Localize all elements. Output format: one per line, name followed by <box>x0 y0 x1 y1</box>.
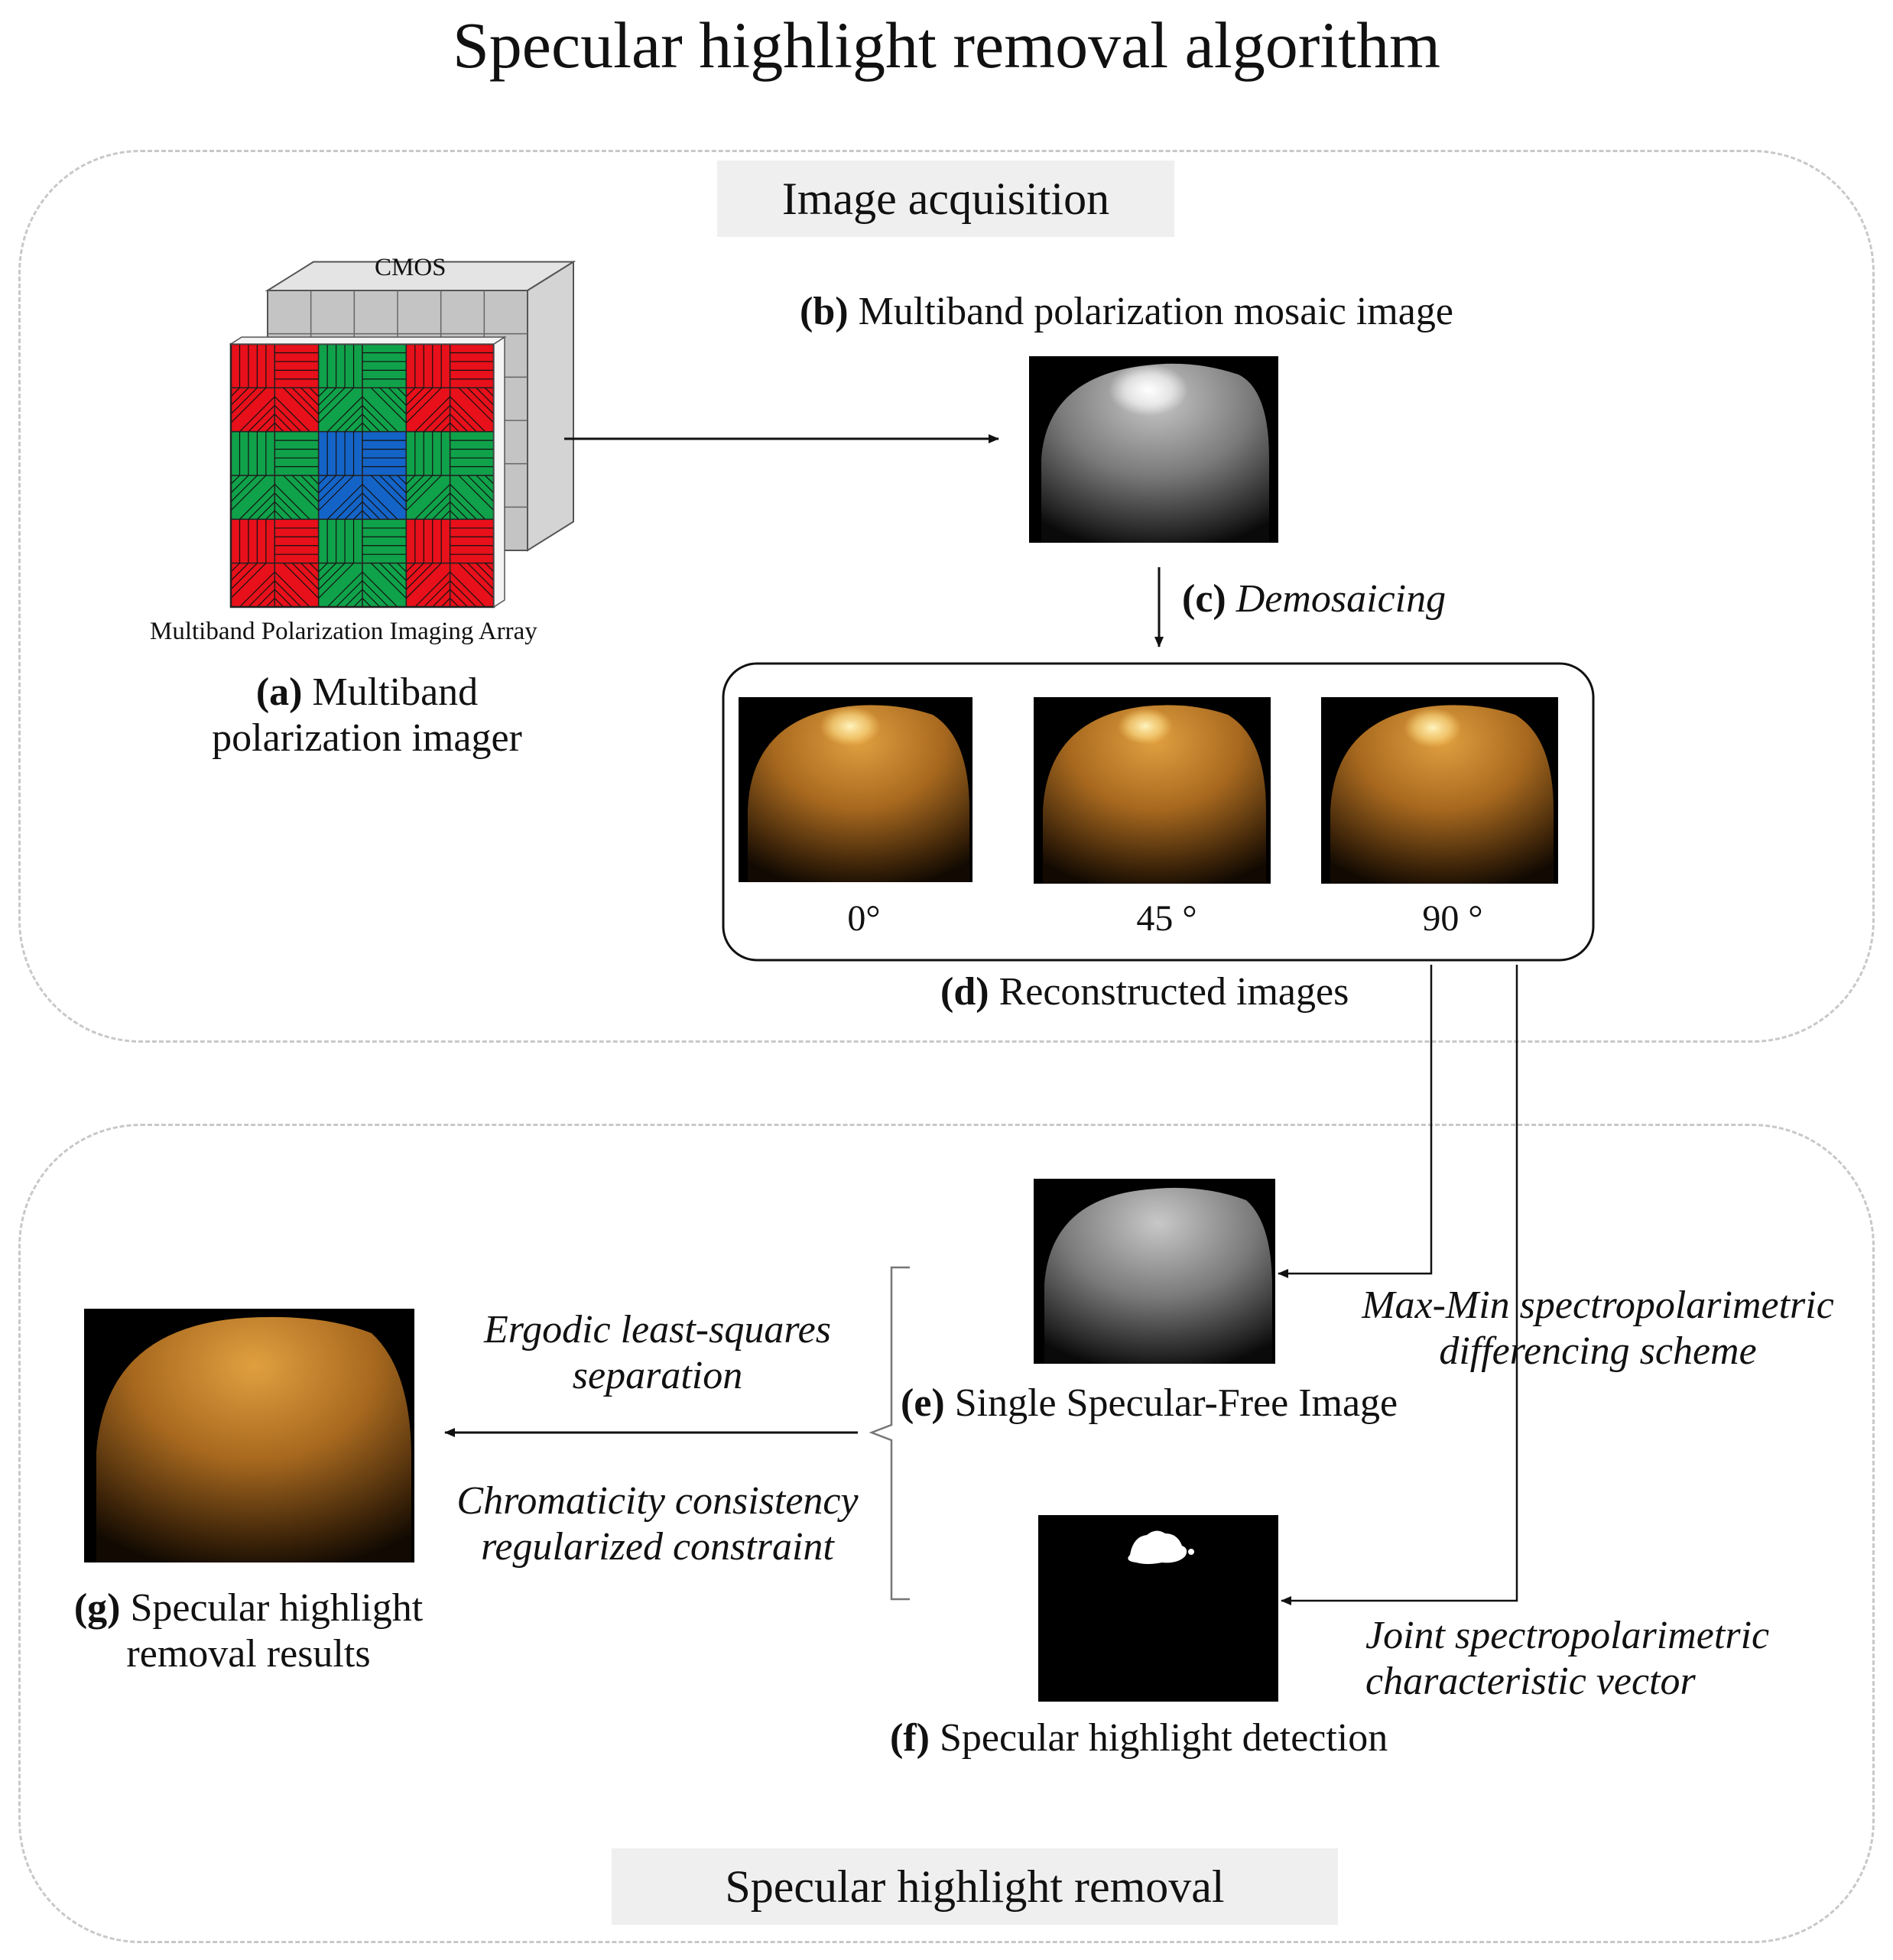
filter-cell <box>317 475 363 521</box>
merge-brace <box>869 1266 910 1601</box>
polarization-filter-array <box>229 336 507 608</box>
filter-cell <box>274 562 320 608</box>
angle-label-45: 45 ° <box>1136 898 1197 939</box>
constraint-line2: regularized constraint <box>481 1524 834 1569</box>
filter-cell <box>405 518 451 564</box>
filter-cell <box>317 518 363 564</box>
imager-caption-line1: Multiband <box>302 670 479 714</box>
filter-cell <box>449 562 495 608</box>
diagram-title: Specular highlight removal algorithm <box>452 8 1441 82</box>
filter-cell <box>230 387 276 433</box>
filter-cell <box>362 430 407 476</box>
filter-cell <box>274 430 320 476</box>
constraint-line1: Chromaticity consistency <box>456 1479 859 1523</box>
specular-free-caption-text: Single Specular-Free Image <box>944 1381 1398 1425</box>
joint-vector-method-line1: Joint spectropolarimetric <box>1365 1614 1770 1657</box>
filter-cell <box>362 475 407 521</box>
result-caption: (g) Specular highlight removal results <box>46 1585 451 1677</box>
filter-cell <box>405 343 451 389</box>
filter-cell <box>405 430 451 476</box>
section-tag-acquisition: Image acquisition <box>717 161 1174 237</box>
detection-caption-text: Specular highlight detection <box>929 1716 1388 1760</box>
detection-caption: (f) Specular highlight detection <box>890 1715 1388 1761</box>
filter-cell <box>405 562 451 608</box>
imager-caption: (a) Multiband polarization imager <box>168 670 566 761</box>
filter-cell <box>230 430 276 476</box>
section-tag-removal: Specular highlight removal <box>612 1848 1338 1925</box>
mosaic-caption: (b) Multiband polarization mosaic image <box>800 289 1453 335</box>
max-min-method-line1: Max-Min spectropolarimetric <box>1362 1283 1834 1327</box>
reconstructed-frame <box>722 662 1595 962</box>
cmos-side-face <box>527 260 574 552</box>
connector-to-specular-free <box>1278 965 1433 1278</box>
demosaicing-text: Demosaicing <box>1226 577 1447 621</box>
reconstructed-image-45 <box>1034 697 1271 884</box>
mosaic-caption-text: Multiband polarization mosaic image <box>848 290 1453 333</box>
reconstructed-image-0 <box>739 697 972 882</box>
filter-cell <box>449 387 495 433</box>
filter-cell <box>362 562 407 608</box>
separation-line2: separation <box>572 1353 743 1397</box>
mosaic-image <box>1029 356 1278 543</box>
filter-cell <box>405 387 451 433</box>
reconstructed-caption: (d) Reconstructed images <box>940 969 1349 1015</box>
filter-cell <box>317 430 363 476</box>
removal-panel <box>18 1124 1875 1943</box>
mosaic-caption-letter: (b) <box>800 290 849 333</box>
imager-caption-letter: (a) <box>255 670 303 714</box>
result-caption-letter: (g) <box>73 1586 121 1630</box>
imaging-array-label: Multiband Polarization Imaging Array <box>150 618 537 645</box>
angle-label-0: 0° <box>847 898 881 939</box>
filter-cell <box>317 562 363 608</box>
cmos-label: CMOS <box>375 254 446 281</box>
filter-cell <box>449 518 495 564</box>
reconstructed-image-90 <box>1321 697 1558 884</box>
joint-vector-method-line2: characteristic vector <box>1365 1659 1696 1703</box>
demosaicing-label: (c) Demosaicing <box>1182 576 1446 622</box>
detection-caption-letter: (f) <box>890 1716 930 1760</box>
filter-cell <box>362 518 407 564</box>
specular-free-image <box>1034 1179 1275 1364</box>
filter-cell <box>274 518 320 564</box>
max-min-method-line2: differencing scheme <box>1439 1329 1757 1373</box>
filter-cell <box>230 562 276 608</box>
specular-free-caption-letter: (e) <box>901 1381 945 1425</box>
filter-cell <box>449 475 495 521</box>
filter-cell <box>274 387 320 433</box>
demosaicing-letter: (c) <box>1182 577 1226 621</box>
removal-result-image <box>84 1309 414 1562</box>
constraint-label: Chromaticity consistency regularized con… <box>428 1478 887 1570</box>
filter-cell <box>274 475 320 521</box>
joint-vector-method-label: Joint spectropolarimetric characteristic… <box>1365 1613 1769 1705</box>
filter-cell <box>449 343 495 389</box>
filter-cell <box>274 343 320 389</box>
highlight-detection-mask <box>1038 1515 1278 1702</box>
filter-cell <box>362 387 407 433</box>
reconstructed-caption-letter: (d) <box>940 970 989 1014</box>
separation-label: Ergodic least-squares separation <box>428 1307 887 1399</box>
filter-cell <box>317 387 363 433</box>
specular-free-caption: (e) Single Specular-Free Image <box>901 1381 1398 1426</box>
filter-array-edge <box>229 336 507 345</box>
filter-cell <box>362 343 407 389</box>
result-caption-line1: Specular highlight <box>120 1586 424 1630</box>
max-min-method-label: Max-Min spectropolarimetric differencing… <box>1338 1283 1858 1374</box>
angle-label-90: 90 ° <box>1422 898 1483 939</box>
filter-cell <box>230 475 276 521</box>
filter-cell <box>449 430 495 476</box>
filter-cell <box>317 343 363 389</box>
acquisition-panel <box>18 150 1875 1043</box>
filter-cell <box>230 343 276 389</box>
filter-cell <box>230 518 276 564</box>
filter-array-edge <box>493 336 505 608</box>
filter-cell <box>405 475 451 521</box>
imager-caption-line2: polarization imager <box>212 716 522 760</box>
result-caption-line2: removal results <box>126 1631 371 1676</box>
connector-to-detection <box>1281 965 1518 1605</box>
reconstructed-caption-text: Reconstructed images <box>989 970 1349 1014</box>
separation-line1: Ergodic least-squares <box>484 1308 831 1352</box>
